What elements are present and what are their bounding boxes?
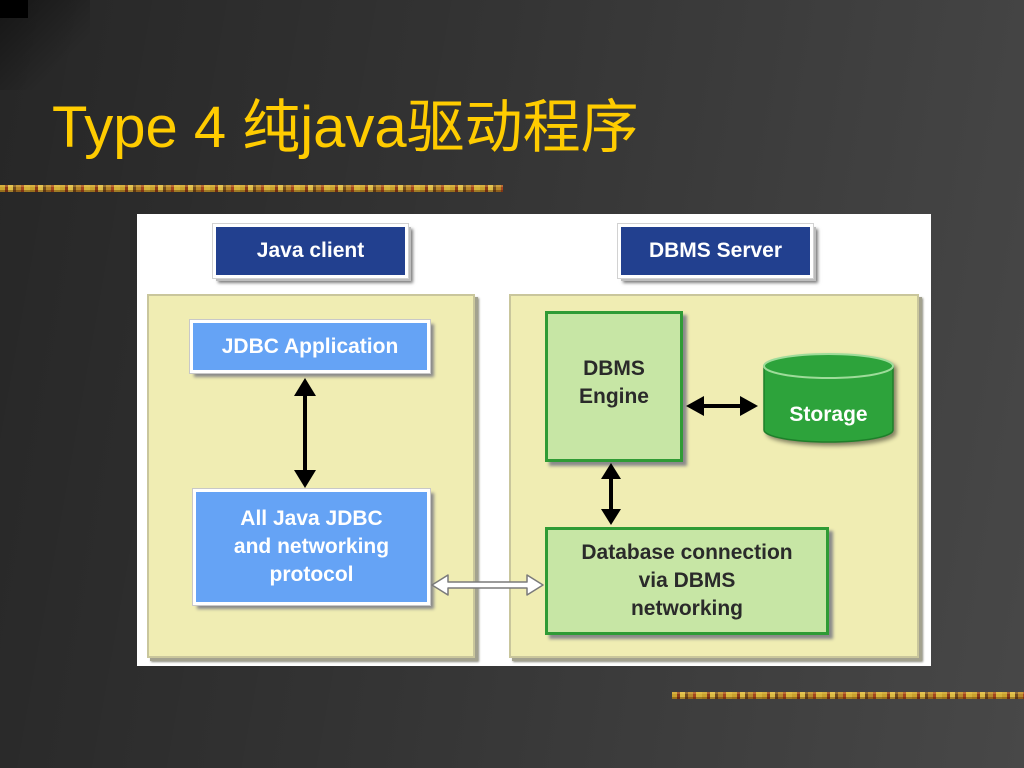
protocol-label-line: protocol	[269, 563, 354, 586]
cylinder-body	[763, 365, 894, 443]
database-connection-box: Database connection via DBMS networking	[545, 527, 829, 635]
jdbc-application-label: JDBC Application	[221, 334, 399, 358]
database-connection-label-line: networking	[630, 597, 743, 620]
database-connection-label-line: Database connection	[581, 541, 793, 564]
database-connection-label-line: via DBMS	[638, 569, 736, 592]
protocol-label-line: All Java JDBC	[240, 507, 383, 530]
storage-cylinder-shape	[763, 353, 894, 443]
jdbc-networking-protocol-box: All Java JDBC and networking protocol	[192, 488, 431, 606]
dbms-engine-label-line: Engine	[578, 384, 649, 408]
storage-label: Storage	[789, 403, 868, 426]
architecture-diagram: Java client DBMS Server JDBC Application…	[137, 214, 931, 666]
dbms-engine-box: DBMS Engine	[545, 311, 683, 462]
decorative-stripe-bottom	[672, 692, 1024, 699]
dbms-server-header: DBMS Server	[617, 223, 814, 279]
java-client-header: Java client	[212, 223, 409, 279]
cylinder-top	[763, 353, 894, 379]
dbms-engine-label-line: DBMS	[583, 356, 645, 380]
protocol-label-line: and networking	[233, 535, 390, 558]
title-underline-stripe	[0, 185, 503, 192]
storage-cylinder: Storage	[762, 353, 895, 445]
slide-title: Type 4 纯java驱动程序	[52, 95, 639, 160]
dbms-server-header-label: DBMS Server	[648, 239, 783, 262]
jdbc-application-box: JDBC Application	[189, 319, 431, 374]
java-client-header-label: Java client	[256, 239, 365, 262]
corner-block	[0, 0, 28, 18]
